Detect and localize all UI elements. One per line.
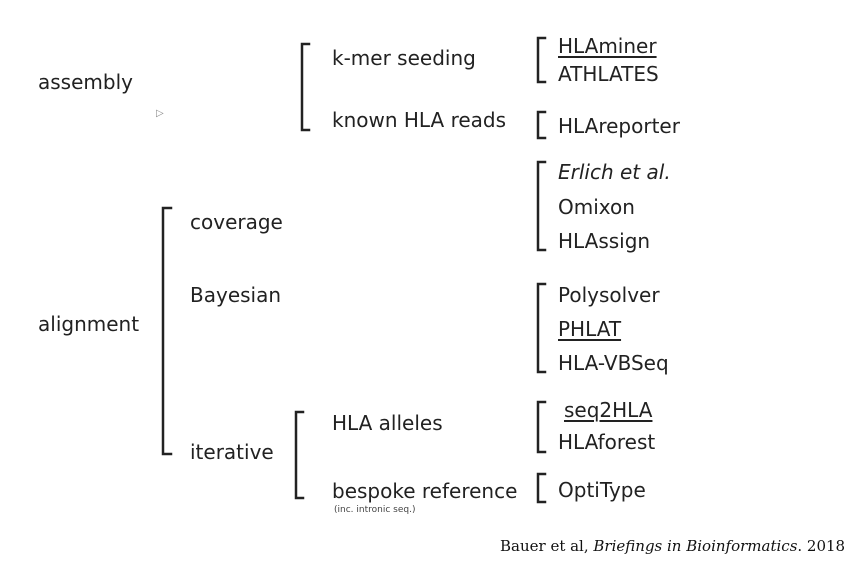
label-assembly: assembly	[38, 70, 133, 94]
label-kmer-seeding: k-mer seeding	[332, 46, 476, 70]
label-coverage: coverage	[190, 210, 283, 234]
label-bespoke-reference: bespoke reference	[332, 479, 518, 503]
tool-hla-vbseq: HLA-VBSeq	[558, 351, 669, 375]
tool-hlaminer: HLAminer	[558, 34, 657, 58]
tool-hlaforest: HLAforest	[558, 430, 656, 454]
bracket-assembly	[300, 42, 311, 132]
bracket-hla-alleles-tools	[536, 400, 547, 454]
bracket-known-reads-tools	[536, 110, 547, 140]
label-known-hla-reads: known HLA reads	[332, 108, 507, 132]
bracket-iterative	[294, 410, 305, 500]
label-alignment: alignment	[38, 312, 140, 336]
tool-athlates: ATHLATES	[558, 62, 659, 86]
tool-omixon: Omixon	[558, 195, 635, 219]
tool-hlassign: HLAssign	[558, 229, 651, 253]
bracket-kmer-tools	[536, 36, 547, 84]
bracket-alignment	[161, 206, 173, 456]
tool-seq2hla: seq2HLA	[564, 398, 653, 422]
citation-journal: Briefings in Bioinformatics	[593, 537, 798, 555]
citation-year: . 2018	[797, 537, 846, 555]
label-bayesian: Bayesian	[190, 283, 282, 307]
mouse-cursor-icon: ▷	[156, 108, 164, 119]
bracket-coverage-tools	[536, 160, 547, 252]
label-iterative: iterative	[190, 440, 274, 464]
bracket-bespoke-tools	[536, 472, 547, 504]
citation-authors: Bauer et al,	[500, 537, 594, 555]
tool-polysolver: Polysolver	[558, 283, 660, 307]
bracket-bayesian-tools	[536, 282, 547, 374]
tool-optitype: OptiType	[558, 478, 646, 502]
tool-phlat: PHLAT	[558, 317, 622, 341]
tool-hlareporter: HLAreporter	[558, 114, 680, 138]
label-bespoke-note: (inc. intronic seq.)	[334, 505, 416, 515]
citation: Bauer et al, Briefings in Bioinformatics…	[500, 534, 845, 558]
tool-erlich: Erlich et al.	[558, 160, 671, 184]
label-hla-alleles: HLA alleles	[332, 411, 443, 435]
